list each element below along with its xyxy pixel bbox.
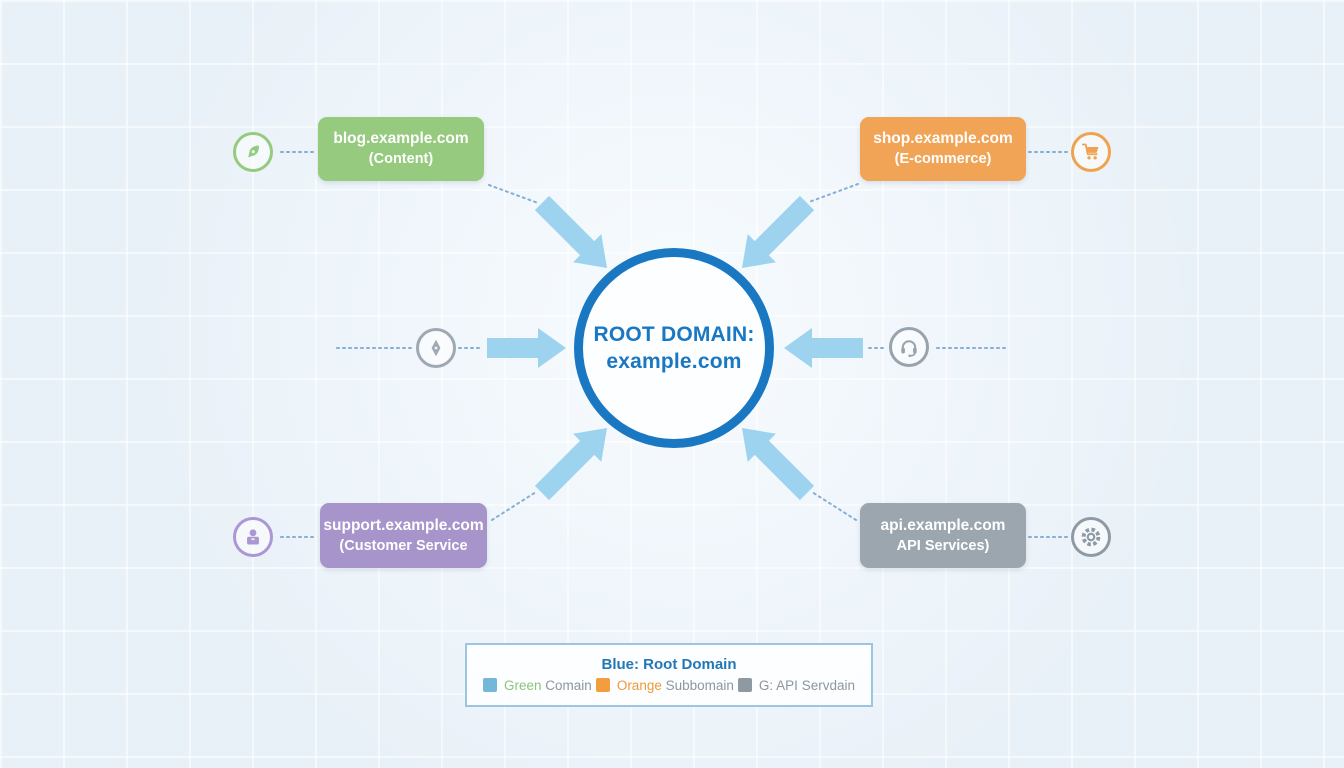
node-blog-subdomain: blog.example.com (Content)	[318, 117, 484, 181]
node-api-label: API Services)	[896, 537, 990, 554]
legend-title: Blue: Root Domain	[601, 655, 737, 673]
legend-item-text: G: API Servdain	[758, 677, 855, 693]
legend-row: Green Comain Orange Subbomain G: API Ser…	[483, 678, 855, 693]
dotted-line-support-arrow	[491, 491, 537, 521]
headset-icon	[889, 327, 929, 367]
arrow-bottomright-to-center	[742, 428, 815, 501]
dotted-line-blog-arrow	[488, 184, 539, 204]
root-domain-title: ROOT DOMAIN:	[593, 322, 755, 346]
node-api-subdomain: api.example.com API Services)	[860, 503, 1026, 568]
legend-swatch-blue	[483, 678, 497, 692]
flow-arrows	[487, 195, 863, 501]
node-shop-label: (E-commerce)	[894, 151, 992, 168]
compass-diamond-icon	[416, 328, 456, 368]
node-shop-domain: shop.example.com	[873, 130, 1013, 148]
node-shop-subdomain: shop.example.com (E-commerce)	[860, 117, 1026, 181]
dotted-line-api-arrow	[811, 491, 857, 521]
cart-icon	[1071, 132, 1111, 172]
node-blog-domain: blog.example.com	[333, 130, 469, 148]
arrow-topleft-to-center	[534, 195, 607, 268]
root-domain-name: example.com	[606, 350, 742, 373]
legend-swatch-orange	[595, 678, 610, 692]
node-blog-label: (Content)	[368, 151, 434, 168]
gear-icon	[1071, 517, 1111, 557]
node-support-label: (Customer Service	[339, 537, 468, 554]
arrow-right-to-center	[784, 328, 863, 368]
legend-item-text: Green Comain	[504, 677, 592, 693]
pen-icon	[233, 132, 273, 172]
node-support-subdomain: support.example.com (Customer Service	[320, 503, 487, 568]
dotted-line-shop-arrow	[808, 183, 859, 203]
node-api-domain: api.example.com	[880, 516, 1006, 534]
arrow-bottomleft-to-center	[534, 428, 607, 501]
arrow-topright-to-center	[742, 195, 815, 268]
legend-item-gray: G: API Servdain	[737, 677, 855, 693]
arrow-left-to-center	[487, 328, 566, 368]
legend-item-orange: Orange Subbomain	[595, 677, 734, 693]
root-domain-node: ROOT DOMAIN: example.com	[574, 248, 774, 448]
legend-swatch-gray	[737, 678, 752, 692]
node-support-domain: support.example.com	[323, 516, 484, 534]
legend: Blue: Root Domain Green Comain Orange Su…	[465, 643, 873, 707]
dotted-connectors	[280, 151, 1069, 538]
legend-item-text: Orange Subbomain	[616, 677, 734, 693]
legend-item-green: Green Comain	[483, 678, 592, 693]
support-person-icon	[233, 517, 273, 557]
